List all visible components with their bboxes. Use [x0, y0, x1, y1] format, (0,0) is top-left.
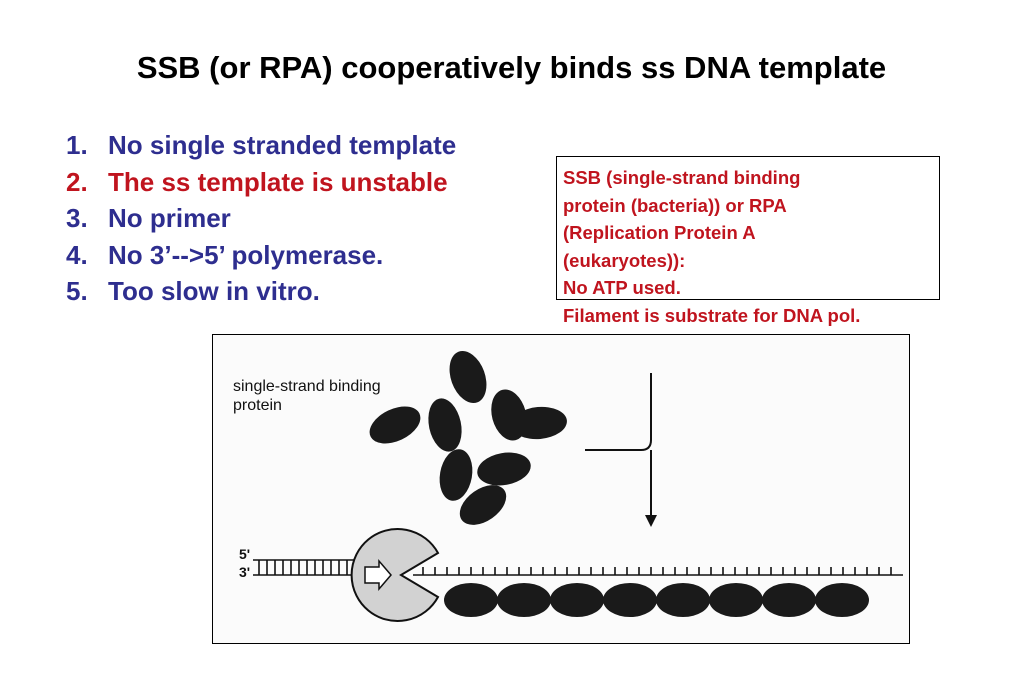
ssb-diagram: single-strand binding protein 5' 3': [212, 334, 910, 644]
note-text: SSB (single-strand binding protein (bact…: [563, 164, 860, 329]
note-line: No ATP used.: [563, 277, 681, 298]
problem-text: Too slow in vitro.: [108, 276, 320, 306]
bound-ssb-protein: [709, 583, 763, 617]
problem-text: No 3’-->5’ polymerase.: [108, 239, 384, 270]
note-line: Filament is substrate for DNA pol.: [563, 304, 861, 326]
note-line: protein (bacteria)) or RPA: [563, 194, 787, 216]
bound-ssb-protein: [550, 583, 604, 617]
bound-ssb-protein: [815, 583, 869, 617]
problem-list: 1. No single stranded template 2. The ss…: [66, 127, 456, 310]
three-prime-label: 3': [239, 564, 251, 580]
ssb-protein: [511, 406, 567, 440]
ssb-protein: [459, 485, 507, 525]
five-prime-label: 5': [239, 546, 251, 562]
problem-item-5: 5. Too slow in vitro.: [66, 273, 456, 310]
direction-arrow-icon: [364, 558, 392, 592]
note-line: (eukaryotes)):: [563, 249, 686, 271]
figure-label: single-strand binding protein: [233, 378, 381, 414]
problem-item-1: 1. No single stranded template: [66, 127, 456, 164]
ssb-protein: [439, 449, 473, 501]
problem-number: 3.: [66, 203, 88, 233]
problem-number: 2.: [66, 166, 88, 197]
problem-item-3: 3. No primer: [66, 200, 456, 237]
free-ssb-proteins: [369, 350, 567, 525]
ssb-protein: [428, 398, 462, 452]
problem-number: 1.: [66, 130, 88, 160]
problem-item-4: 4. No 3’-->5’ polymerase.: [66, 237, 456, 274]
helicase-enzyme: [350, 528, 440, 622]
bound-ssb-protein: [762, 583, 816, 617]
note-line: (Replication Protein A: [563, 222, 756, 243]
bound-ssb-protein: [444, 583, 498, 617]
bound-ssb-protein: [497, 583, 551, 617]
problem-text: The ss template is unstable: [108, 166, 448, 197]
bound-ssb-protein: [656, 583, 710, 617]
binding-arrow: [585, 373, 652, 521]
note-box: [556, 156, 940, 300]
arrow-head-icon: [645, 515, 657, 527]
bound-ssb-filament: [444, 583, 869, 617]
problem-number: 4.: [66, 239, 88, 270]
slide-title: SSB (or RPA) cooperatively binds ss DNA …: [136, 50, 887, 85]
bound-ssb-protein: [603, 583, 657, 617]
double-strand-dna: [253, 559, 363, 576]
problem-number: 5.: [66, 276, 88, 306]
problem-text: No primer: [108, 203, 231, 233]
single-strand-template: [413, 567, 903, 576]
note-line: SSB (single-strand binding: [563, 167, 801, 188]
ssb-protein: [369, 406, 421, 444]
problem-text: No single stranded template: [108, 130, 457, 160]
ssb-protein: [449, 350, 487, 404]
ssb-protein: [477, 452, 531, 486]
problem-item-2: 2. The ss template is unstable: [66, 164, 456, 201]
ssb-diagram-drawing: [253, 350, 903, 622]
